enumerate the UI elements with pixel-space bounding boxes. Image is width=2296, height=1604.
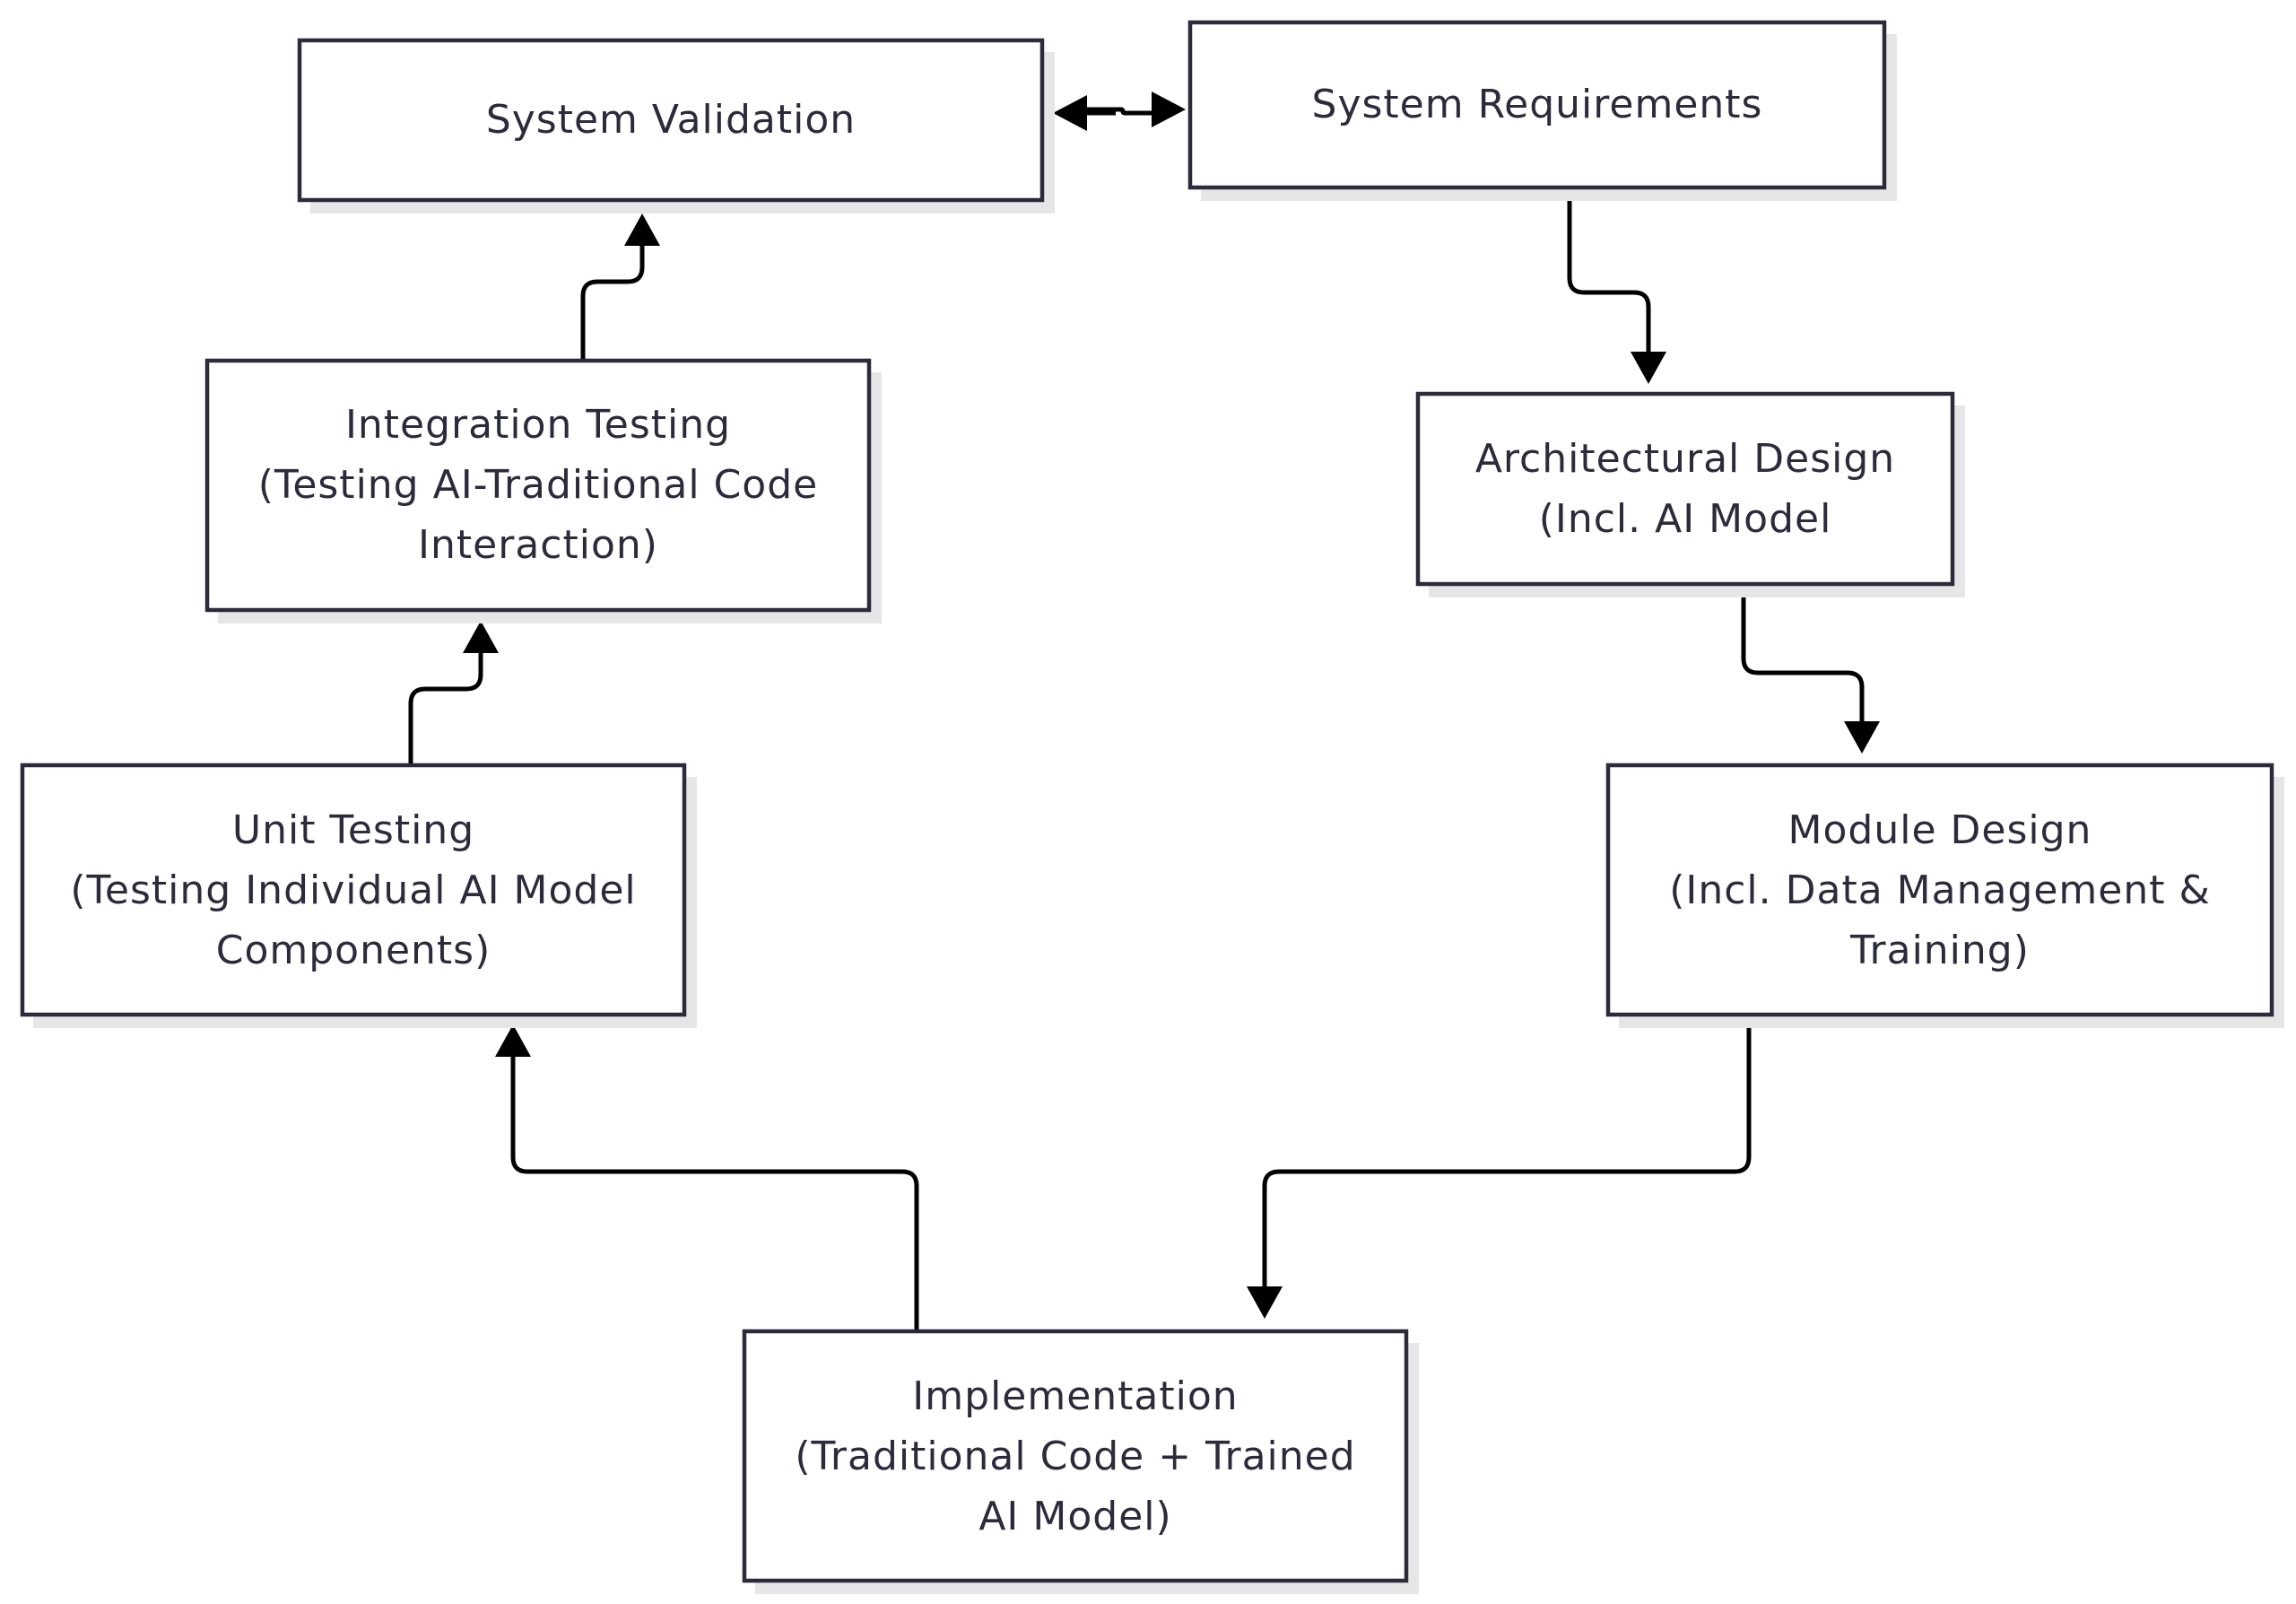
node-architectural-design-line-2: (Incl. AI Model (1539, 496, 1832, 542)
node-architectural-design-line-1: Architectural Design (1475, 436, 1895, 482)
node-system-requirements-line-1: System Requirements (1312, 82, 1763, 127)
node-unit-testing-line-2: (Testing Individual AI Model (70, 867, 636, 913)
nodes-layer: System Validation System Requirements In… (20, 20, 2284, 1594)
edge-requirements-validation (1083, 107, 1153, 116)
edge-unit-integration (408, 646, 483, 764)
arrowhead-to-integration (463, 621, 499, 653)
node-integration-testing[interactable]: Integration Testing (Testing AI-Traditio… (204, 358, 882, 623)
arrowhead-to-validation (1053, 95, 1087, 131)
edge-module-implementation (1262, 1014, 1752, 1292)
node-module-design[interactable]: Module Design (Incl. Data Management & T… (1605, 763, 2284, 1028)
node-system-validation-line-1: System Validation (486, 97, 856, 143)
node-module-design-line-1: Module Design (1788, 807, 2092, 853)
edge-requirements-architectural (1567, 188, 1651, 359)
edge-implementation-unit (510, 1050, 919, 1331)
node-system-requirements[interactable]: System Requirements (1187, 20, 1897, 201)
arrowhead-to-architectural (1631, 352, 1666, 384)
node-system-validation[interactable]: System Validation (297, 38, 1055, 214)
node-unit-testing-line-1: Unit Testing (232, 807, 474, 853)
node-integration-testing-line-1: Integration Testing (345, 402, 731, 448)
node-architectural-design[interactable]: Architectural Design (Incl. AI Model (1415, 391, 1965, 597)
node-module-design-line-2: (Incl. Data Management & (1669, 867, 2211, 913)
arrowhead-to-unit (495, 1024, 531, 1057)
node-unit-testing[interactable]: Unit Testing (Testing Individual AI Mode… (20, 763, 697, 1028)
node-implementation-line-1: Implementation (912, 1373, 1238, 1419)
node-implementation-line-2: (Traditional Code + Trained (795, 1434, 1355, 1479)
arrowhead-to-module (1844, 721, 1880, 754)
arrowhead-to-validation-from-integration (624, 214, 660, 246)
node-unit-testing-line-3: Components) (216, 928, 491, 973)
node-integration-testing-line-3: Interaction) (418, 522, 658, 568)
arrowhead-to-implementation (1247, 1286, 1283, 1319)
edge-integration-validation (580, 240, 645, 359)
node-implementation[interactable]: Implementation (Traditional Code + Train… (742, 1329, 1419, 1594)
node-integration-testing-line-2: (Testing AI-Traditional Code (258, 462, 818, 508)
edges-layer (408, 92, 1880, 1331)
edge-architectural-module (1741, 585, 1865, 727)
node-module-design-line-3: Training) (1849, 928, 2030, 973)
arrowhead-to-requirements (1152, 92, 1186, 127)
node-implementation-line-3: AI Model) (978, 1494, 1171, 1539)
